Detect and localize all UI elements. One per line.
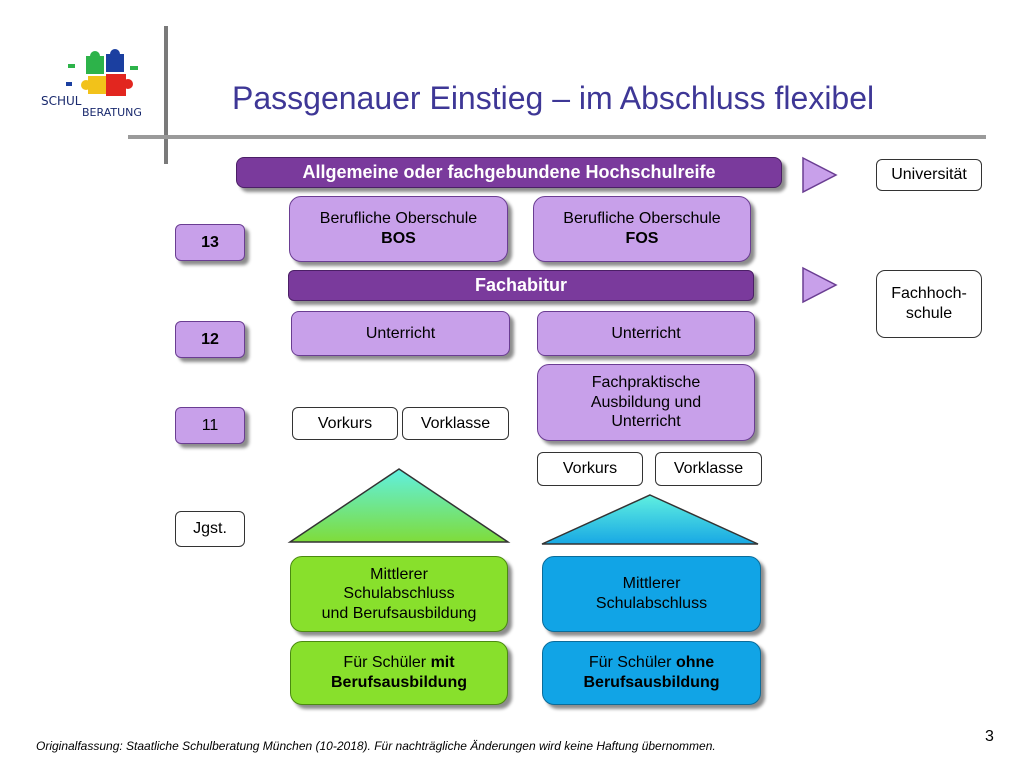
green-sub-line1: Für Schüler mit <box>343 653 454 673</box>
mittlerer-schulabschluss-box: Mittlerer Schulabschluss <box>542 556 761 632</box>
blue-line2: Schulabschluss <box>595 595 708 612</box>
fpa-line3: Unterricht <box>611 413 681 431</box>
green-roof-triangle <box>287 468 511 543</box>
fpa-line1: Fachpraktische <box>591 374 701 392</box>
schueler-mit-berufsausbildung-box: Für Schüler mit Berufsausbildung <box>290 641 508 705</box>
fachhochschule-line1: Fachhoch- <box>891 285 967 303</box>
fos-fachpraktische-box: Fachpraktische Ausbildung und Unterricht <box>537 364 755 441</box>
mittlerer-schulabschluss-berufsausbildung-box: Mittlerer Schulabschluss und Berufsausbi… <box>290 556 508 632</box>
blue-sub-line2: Berufsausbildung <box>583 674 720 691</box>
green-line1: Mittlerer <box>370 565 428 583</box>
grade-13: 13 <box>175 224 245 261</box>
footer-note: Originalfassung: Staatliche Schulberatun… <box>36 739 716 753</box>
arrow-right-icon <box>802 156 838 194</box>
blue-sub-line1: Für Schüler ohne <box>589 653 714 673</box>
schueler-ohne-berufsausbildung-box: Für Schüler ohne Berufsausbildung <box>542 641 761 705</box>
blue-sub-bold: ohne <box>675 654 715 672</box>
fos-unterricht-box: Unterricht <box>537 311 755 356</box>
hochschulreife-bar: Allgemeine oder fachgebundene Hochschulr… <box>236 157 782 188</box>
page-title: Passgenauer Einstieg – im Abschluss flex… <box>232 80 875 116</box>
title-vertical-rule <box>164 26 168 164</box>
title-horizontal-rule <box>128 135 986 139</box>
fachhochschule-box: Fachhoch- schule <box>876 270 982 338</box>
fos-line2: FOS <box>625 230 659 247</box>
grade-jgst: Jgst. <box>175 511 245 547</box>
logo-text-beratung: BERATUNG <box>82 106 142 119</box>
logo: SCHUL BERATUNG <box>38 48 158 126</box>
bos-line1: Berufliche Oberschule <box>319 210 478 228</box>
arrow-right-icon <box>802 266 838 304</box>
blue-roof-triangle <box>541 494 759 545</box>
grade-12: 12 <box>175 321 245 358</box>
fpa-line2: Ausbildung und <box>590 393 702 411</box>
green-sub-bold: mit <box>430 654 455 672</box>
page-number: 3 <box>985 728 994 745</box>
bos-vorklasse-box: Vorklasse <box>402 407 509 440</box>
bos-vorkurs-box: Vorkurs <box>292 407 398 440</box>
fachabitur-bar: Fachabitur <box>288 270 754 301</box>
fos-vorkurs-box: Vorkurs <box>537 452 643 486</box>
bos-box: Berufliche Oberschule BOS <box>289 196 508 262</box>
bos-unterricht-box: Unterricht <box>291 311 510 356</box>
green-line3: und Berufsausbildung <box>321 604 477 622</box>
fachhochschule-line2: schule <box>905 305 953 322</box>
blue-line1: Mittlerer <box>622 575 681 593</box>
green-sub-text: Für Schüler <box>343 654 431 672</box>
fos-vorklasse-box: Vorklasse <box>655 452 762 486</box>
puzzle-logo-icon <box>66 49 138 96</box>
green-line2: Schulabschluss <box>343 585 455 603</box>
fos-box: Berufliche Oberschule FOS <box>533 196 751 262</box>
logo-text-schul: SCHUL <box>41 94 82 108</box>
bos-line2: BOS <box>381 230 416 247</box>
green-sub-line2: Berufsausbildung <box>330 674 467 691</box>
universitaet-box: Universität <box>876 159 982 191</box>
fos-line1: Berufliche Oberschule <box>563 210 721 228</box>
grade-11: 11 <box>175 407 245 444</box>
blue-sub-text: Für Schüler <box>588 654 676 672</box>
